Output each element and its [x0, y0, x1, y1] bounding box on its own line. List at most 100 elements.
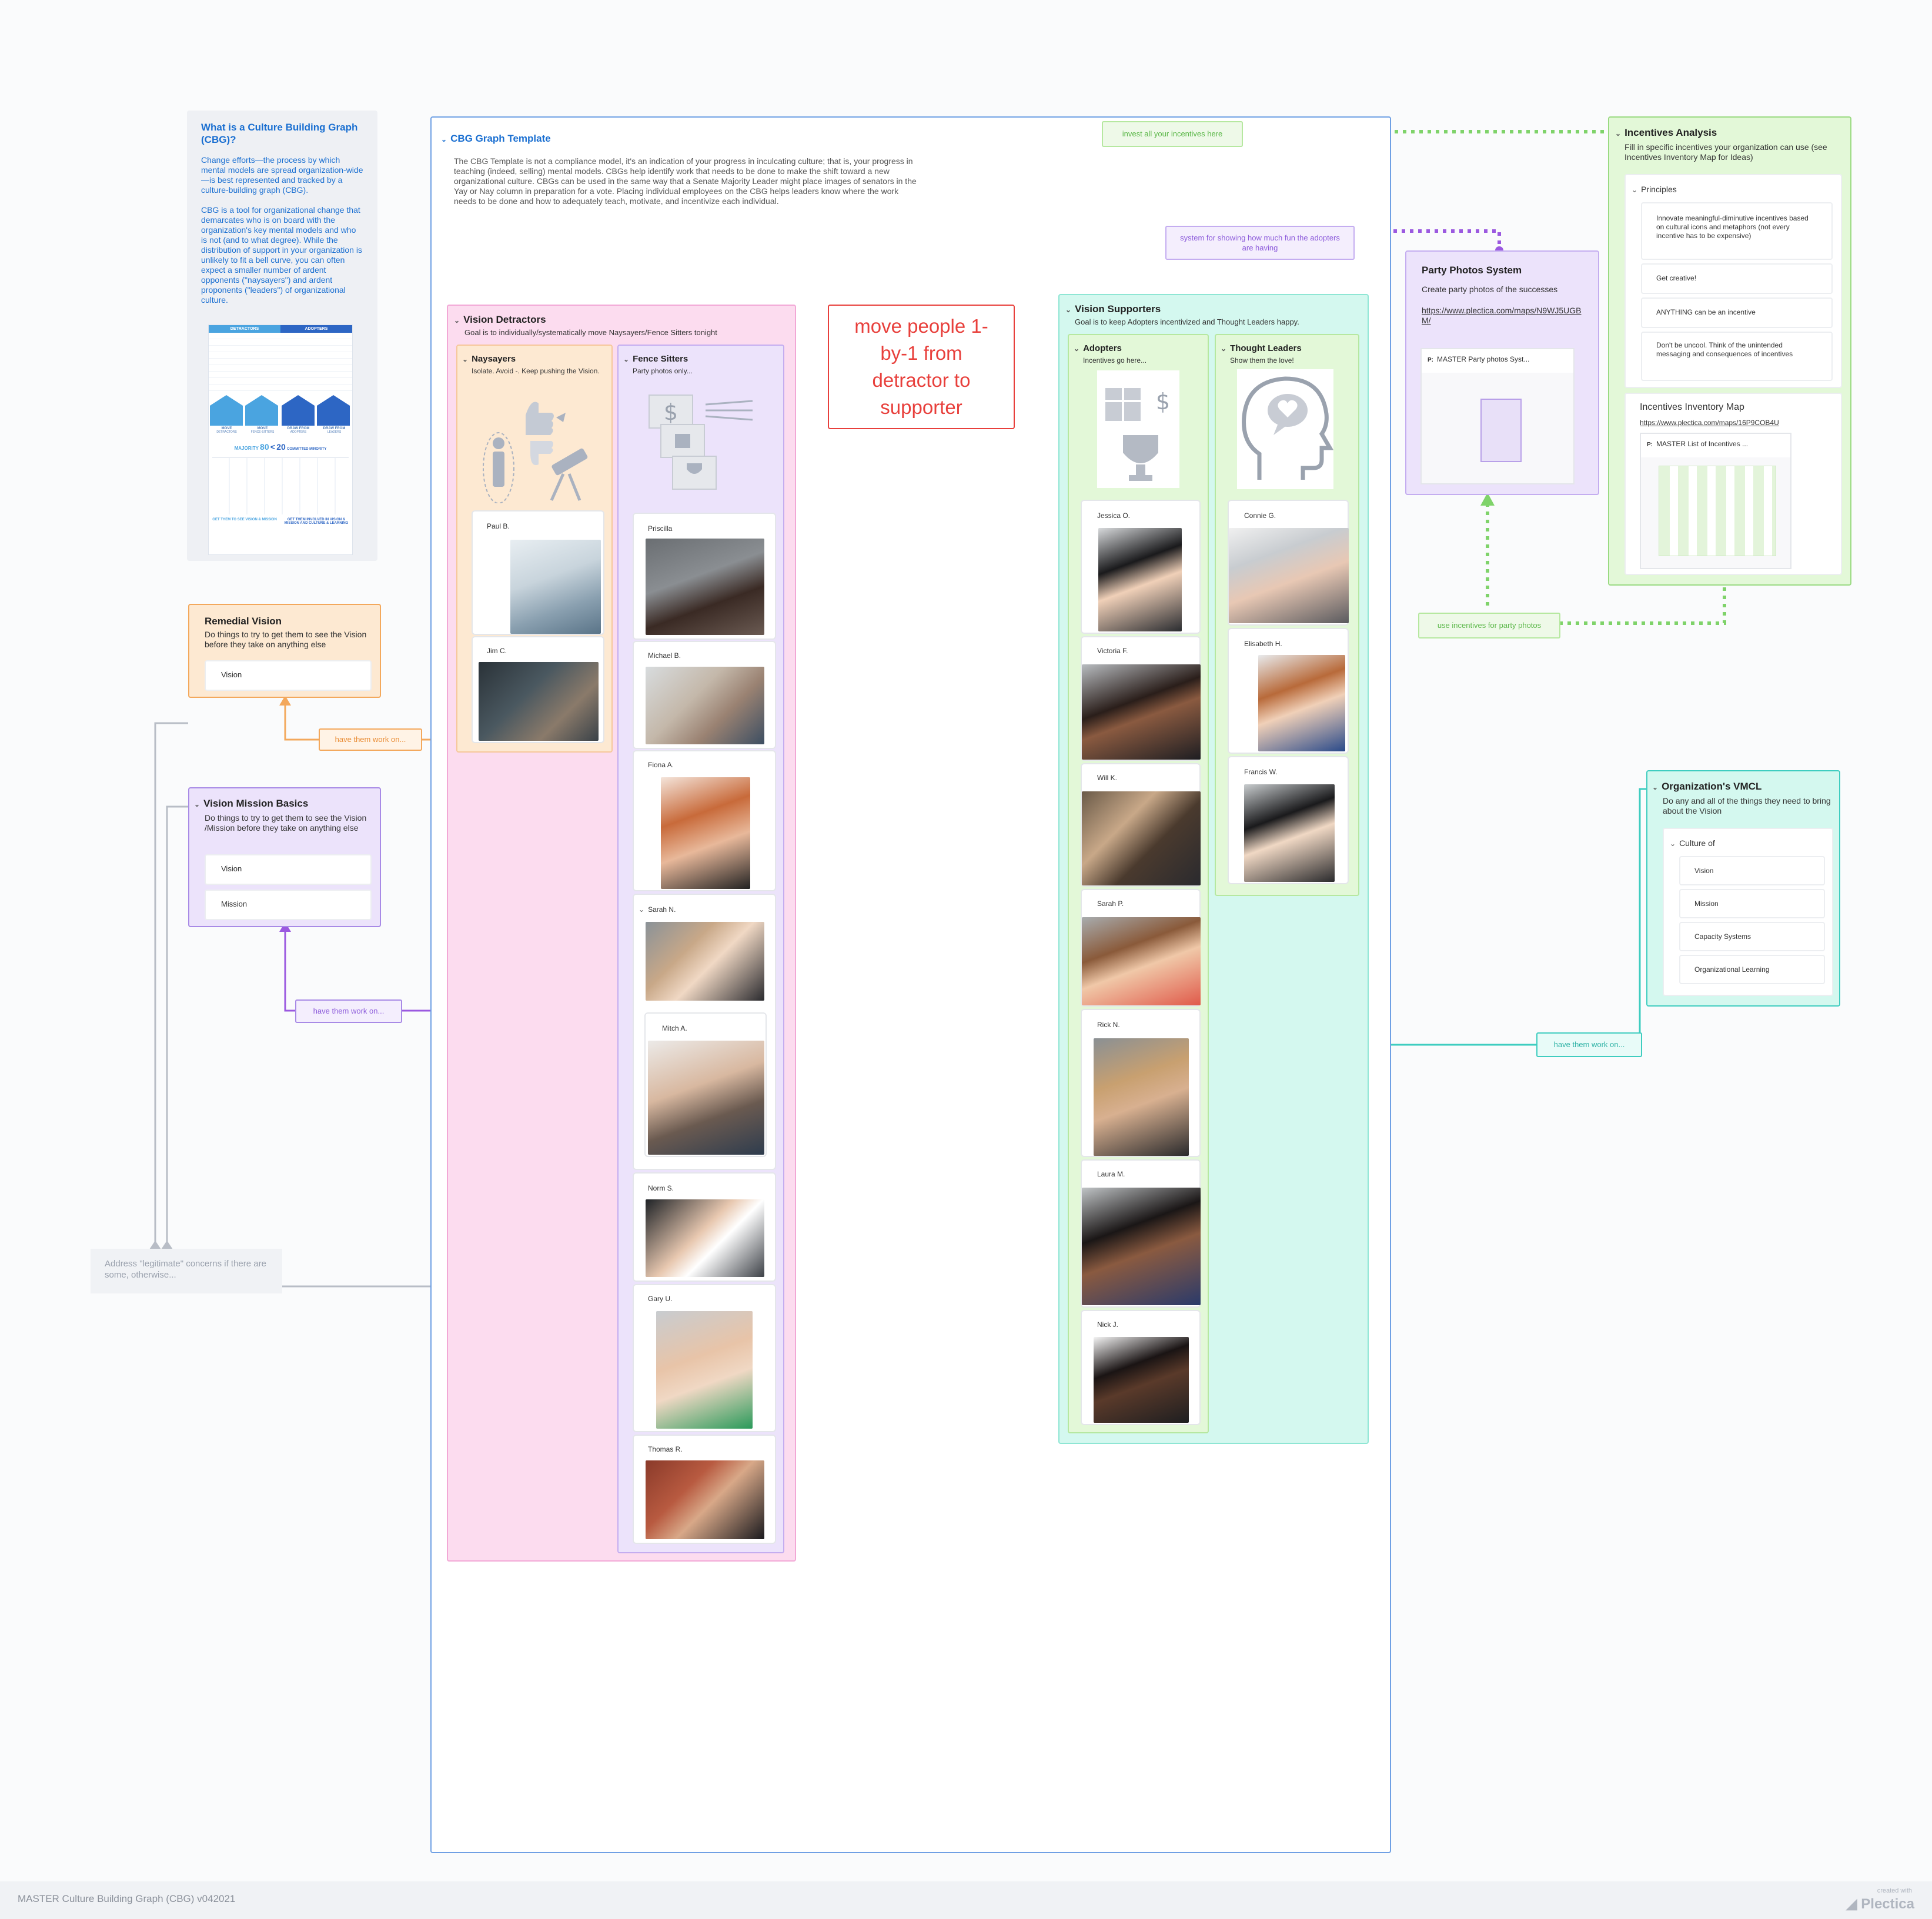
adopters-fun-system-tag[interactable]: system for showing how much fun the adop… — [1165, 226, 1355, 260]
footer-bar: MASTER Culture Building Graph (CBG) v042… — [0, 1881, 1932, 1919]
person-card-will-k[interactable]: Will K. — [1081, 763, 1201, 887]
culture-of-card[interactable]: ⌄Culture of Vision Mission Capacity Syst… — [1663, 828, 1833, 996]
vmb-item-mission[interactable]: Mission — [205, 890, 372, 920]
person-photo — [646, 1199, 764, 1277]
person-card-mitch-a[interactable]: Mitch A. — [644, 1012, 767, 1157]
vmb-work-tag[interactable]: have them work on... — [295, 999, 402, 1023]
person-card-rick-n[interactable]: Rick N. — [1081, 1009, 1201, 1157]
person-name: Jim C. — [487, 647, 507, 655]
person-card-francis-w[interactable]: Francis W. — [1228, 756, 1349, 884]
person-card-jim-c[interactable]: Jim C. — [472, 636, 604, 743]
culture-item-capacity-systems[interactable]: Capacity Systems — [1679, 922, 1825, 951]
chevron-down-icon[interactable]: ⌄ — [1632, 186, 1638, 194]
incentives-desc: Fill in specific incentives your organiz… — [1625, 142, 1827, 162]
vmb-desc: Do things to try to get them to see the … — [205, 813, 367, 833]
infographic-move-1: MOVE — [221, 427, 232, 430]
person-card-nick-j[interactable]: Nick J. — [1081, 1310, 1201, 1425]
chevron-down-icon[interactable]: ⌄ — [1652, 783, 1659, 791]
chevron-down-icon[interactable]: ⌄ — [623, 355, 630, 363]
infographic-cta-1: GET THEM TO SEE VISION & MISSION — [212, 518, 277, 521]
organization-vmcl-card[interactable]: ⌄Organization's VMCL Do any and all of t… — [1646, 770, 1840, 1007]
remedial-vision-card[interactable]: Remedial Vision Do things to try to get … — [188, 604, 381, 698]
principle-item-3[interactable]: ANYTHING can be an incentive — [1641, 297, 1833, 328]
move-note-text: move people 1-by-1 from detractor to sup… — [854, 315, 988, 418]
principle-item-1[interactable]: Innovate meaningful-diminutive incentive… — [1641, 202, 1833, 260]
infographic-col-detractors: DETRACTORS — [209, 325, 280, 333]
inventory-embed[interactable]: P:MASTER List of Incentives ... — [1640, 433, 1791, 569]
culture-item-mission[interactable]: Mission — [1679, 889, 1825, 918]
person-card-laura-m[interactable]: Laura M. — [1081, 1159, 1201, 1308]
person-card-sarah-p[interactable]: Sarah P. — [1081, 889, 1201, 1007]
chevron-down-icon[interactable]: ⌄ — [1670, 840, 1676, 848]
person-card-elisabeth-h[interactable]: Elisabeth H. — [1228, 628, 1349, 754]
plectica-brand: ◢ Plectica — [1846, 1896, 1914, 1912]
chevron-down-icon[interactable]: ⌄ — [194, 800, 200, 808]
infographic-move-3: DRAW FROM — [287, 427, 310, 430]
cbg-explainer-card[interactable]: What is a Culture Building Graph (CBG)? … — [187, 111, 377, 561]
chevron-down-icon[interactable]: ⌄ — [454, 316, 460, 325]
person-card-michael-b[interactable]: Michael B. — [633, 641, 776, 749]
person-card-gary-u[interactable]: Gary U. — [633, 1284, 776, 1432]
person-card-jessica-o[interactable]: Jessica O. — [1081, 500, 1201, 634]
person-card-thomas-r[interactable]: Thomas R. — [633, 1435, 776, 1544]
person-photo — [648, 1041, 764, 1155]
principle-item-4[interactable]: Don't be uncool. Think of the unintended… — [1641, 332, 1833, 381]
thought-leaders-desc: Show them the love! — [1230, 356, 1294, 365]
infographic-move-4: DRAW FROM — [323, 427, 346, 430]
person-name: Fiona A. — [648, 761, 674, 769]
infographic-houses — [210, 395, 350, 426]
person-name: Gary U. — [648, 1295, 673, 1303]
party-photos-link[interactable]: https://www.plectica.com/maps/N9WJ5UGBM/ — [1422, 306, 1582, 325]
person-photo — [510, 540, 601, 634]
person-card-norm-s[interactable]: Norm S. — [633, 1172, 776, 1282]
explainer-para-1: Change efforts—the process by which ment… — [201, 155, 363, 195]
party-photos-embed[interactable]: P:MASTER Party photos Syst... — [1420, 348, 1575, 484]
move-people-note[interactable]: move people 1-by-1 from detractor to sup… — [828, 305, 1015, 429]
chevron-down-icon[interactable]: ⌄ — [441, 135, 447, 143]
person-name: Will K. — [1097, 774, 1117, 782]
infographic-move-2: MOVE — [257, 427, 268, 430]
culture-item-organizational-learning[interactable]: Organizational Learning — [1679, 955, 1825, 984]
person-card-paul-b[interactable]: Paul B. — [472, 510, 604, 635]
inventory-link[interactable]: https://www.plectica.com/maps/16P9COB4U — [1640, 419, 1779, 427]
person-photo — [661, 777, 750, 889]
vmcl-work-tag[interactable]: have them work on... — [1536, 1032, 1642, 1057]
infographic-label-4: LEADERS — [327, 430, 342, 434]
vmb-item-vision[interactable]: Vision — [205, 854, 372, 885]
infographic-committed: COMMITTED MINORITY — [287, 447, 327, 451]
person-card-connie-g[interactable]: Connie G. — [1228, 500, 1349, 626]
party-embed-title: P:MASTER Party photos Syst... — [1422, 349, 1573, 373]
chevron-down-icon[interactable]: ⌄ — [1065, 306, 1072, 314]
person-name: Mitch A. — [662, 1024, 687, 1032]
thought-leaders-title: ⌄Thought Leaders — [1221, 343, 1302, 353]
vision-mission-basics-card[interactable]: ⌄Vision Mission Basics Do things to try … — [188, 787, 381, 927]
person-card-victoria-f[interactable]: Victoria F. — [1081, 636, 1201, 761]
person-card-fiona-a[interactable]: Fiona A. — [633, 750, 776, 891]
incentives-analysis-card[interactable]: ⌄Incentives Analysis Fill in specific in… — [1608, 116, 1851, 586]
principles-card[interactable]: ⌄Principles Innovate meaningful-diminuti… — [1625, 174, 1842, 388]
person-name: ⌄Sarah N. — [639, 905, 676, 914]
incentives-inventory-card[interactable]: Incentives Inventory Map https://www.ple… — [1625, 393, 1842, 575]
person-photo — [646, 667, 764, 744]
fence-sitters-desc: Party photos only... — [633, 367, 693, 375]
chevron-down-icon[interactable]: ⌄ — [1615, 129, 1622, 138]
vmb-title: ⌄Vision Mission Basics — [194, 798, 309, 809]
address-concerns-note[interactable]: Address "legitimate" concerns if there a… — [91, 1249, 282, 1293]
chevron-down-icon[interactable]: ⌄ — [1074, 345, 1080, 353]
person-card-priscilla[interactable]: Priscilla — [633, 513, 776, 640]
person-photo — [1082, 917, 1201, 1005]
remedial-vision-desc: Do things to try to get them to see the … — [205, 630, 367, 649]
person-name: Jessica O. — [1097, 511, 1131, 520]
party-photos-card[interactable]: Party Photos System Create party photos … — [1405, 250, 1599, 495]
chevron-down-icon[interactable]: ⌄ — [639, 905, 645, 914]
remedial-vision-item[interactable]: Vision — [205, 660, 372, 691]
person-photo — [1082, 791, 1201, 885]
chevron-down-icon[interactable]: ⌄ — [462, 355, 469, 363]
supporters-title: ⌄Vision Supporters — [1065, 303, 1161, 315]
culture-item-vision[interactable]: Vision — [1679, 856, 1825, 885]
principle-item-2[interactable]: Get creative! — [1641, 263, 1833, 294]
chevron-down-icon[interactable]: ⌄ — [1221, 345, 1227, 353]
invest-incentives-tag[interactable]: invest all your incentives here — [1102, 121, 1243, 147]
party-incentives-tag[interactable]: use incentives for party photos — [1418, 613, 1560, 638]
remedial-work-tag[interactable]: have them work on... — [319, 728, 422, 751]
